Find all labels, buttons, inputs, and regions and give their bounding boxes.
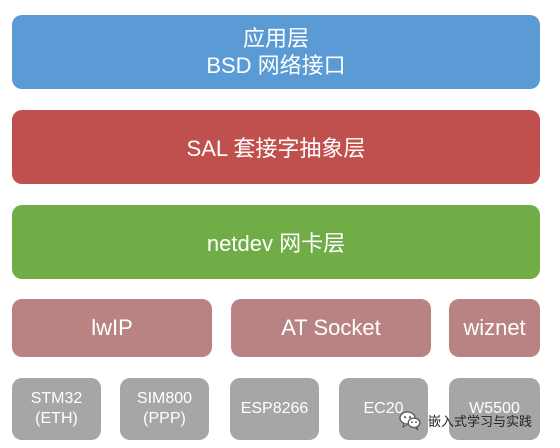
sal-layer-box: SAL 套接字抽象层	[12, 110, 540, 184]
hardware-box-sim800: SIM800 (PPP)	[120, 378, 209, 440]
hardware-name: EC20	[363, 400, 404, 417]
hardware-interface: (PPP)	[143, 410, 186, 427]
application-layer-title: 应用层	[242, 26, 309, 51]
netdev-layer-label: netdev 网卡层	[206, 231, 346, 256]
hardware-box-ec20: EC20	[339, 378, 428, 440]
hardware-name: ESP8266	[240, 400, 309, 417]
sal-layer-label: SAL 套接字抽象层	[186, 136, 366, 161]
bsd-interface-label: BSD 网络接口	[206, 53, 346, 78]
hardware-box-esp8266: ESP8266	[230, 378, 319, 440]
hardware-name: SIM800	[136, 390, 193, 407]
hardware-name: W5500	[469, 400, 520, 417]
application-layer-box: 应用层 BSD 网络接口	[12, 15, 540, 89]
wiznet-label: wiznet	[463, 315, 526, 340]
hardware-box-w5500: W5500	[449, 378, 540, 440]
wechat-icon	[399, 411, 421, 431]
hardware-name: STM32	[30, 390, 83, 407]
wechat-watermark: 嵌入式学习与实践	[398, 405, 556, 435]
wiznet-stack-box: wiznet	[449, 299, 540, 357]
netdev-layer-box: netdev 网卡层	[12, 205, 540, 279]
hardware-interface: (ETH)	[35, 410, 78, 427]
watermark-text: 嵌入式学习与实践	[428, 413, 533, 429]
lwip-label: lwIP	[91, 315, 133, 340]
lwip-stack-box: lwIP	[12, 299, 212, 357]
hardware-box-stm32: STM32 (ETH)	[12, 378, 101, 440]
at-socket-label: AT Socket	[281, 315, 381, 340]
at-socket-stack-box: AT Socket	[231, 299, 431, 357]
